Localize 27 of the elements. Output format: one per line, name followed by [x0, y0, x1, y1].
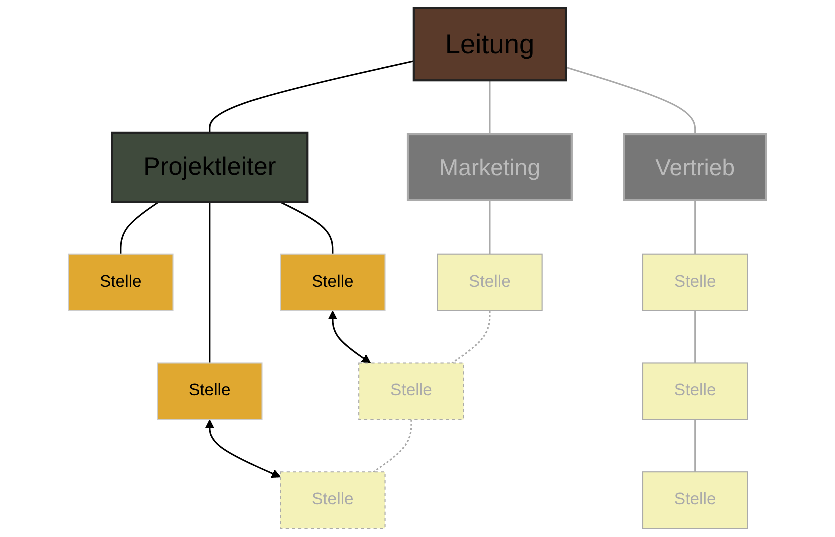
connector — [694, 420, 696, 472]
connector — [209, 202, 211, 364]
connector — [452, 310, 491, 364]
connector — [489, 80, 491, 134]
node-box: Stelle — [280, 254, 386, 312]
connector — [209, 60, 414, 133]
node-box: Leitung — [412, 7, 568, 82]
arrow — [205, 420, 281, 478]
connector — [489, 200, 491, 254]
node-box: Stelle — [642, 472, 748, 530]
node-box: Vertrieb — [623, 133, 768, 202]
node-box: Stelle — [642, 362, 748, 420]
connector — [120, 201, 160, 254]
connector — [566, 66, 696, 134]
connector — [280, 201, 334, 254]
connector — [373, 420, 412, 473]
node-box: Projektleiter — [111, 132, 309, 204]
node-box: Stelle — [280, 472, 386, 530]
connector — [694, 310, 696, 364]
node-box: Stelle — [642, 254, 748, 312]
arrow — [328, 310, 372, 364]
connector — [694, 200, 696, 254]
node-box: Marketing — [406, 133, 573, 202]
node-box: Stelle — [358, 362, 464, 420]
node-box: Stelle — [437, 254, 543, 312]
node-box: Stelle — [68, 254, 174, 312]
node-box: Stelle — [157, 362, 263, 420]
